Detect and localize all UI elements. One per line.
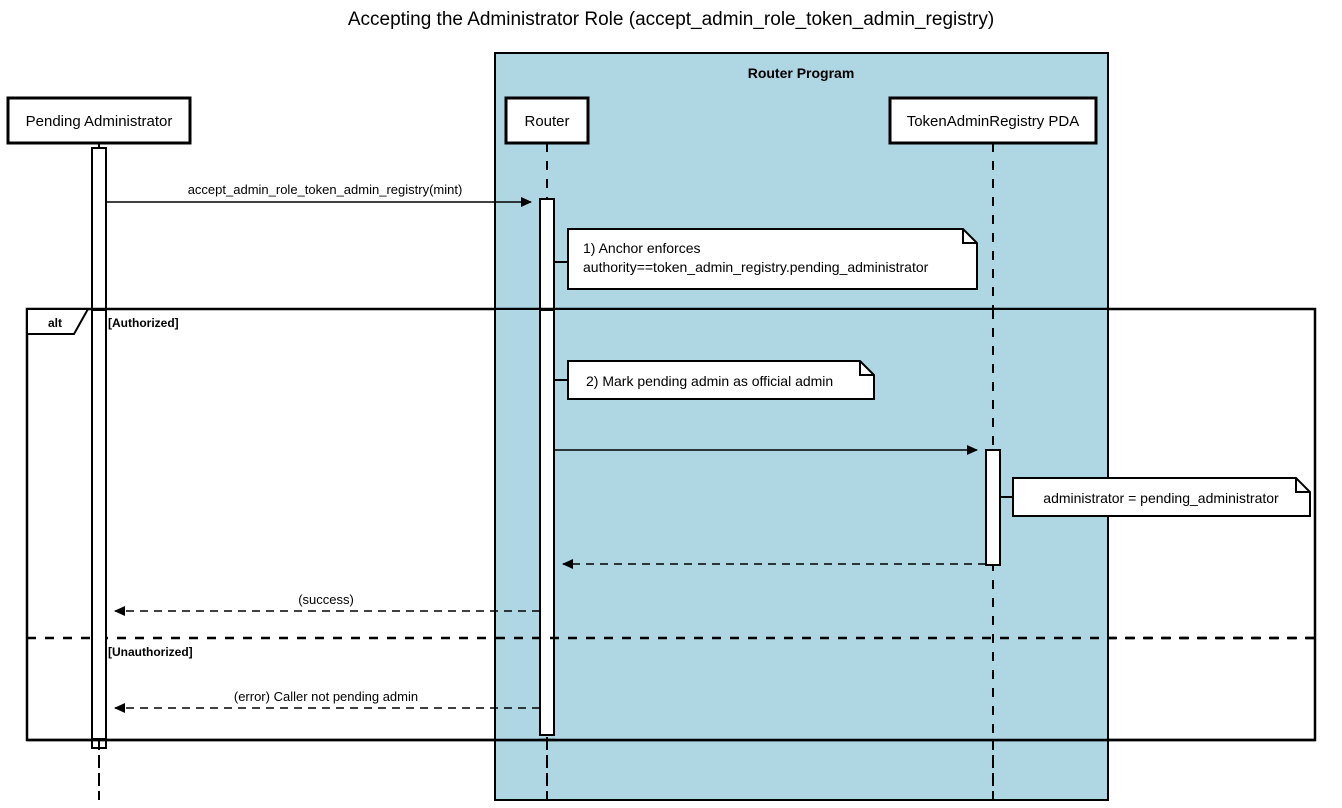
diagram-title: Accepting the Administrator Role (accept… — [348, 9, 994, 30]
note-administrator-assign[interactable]: administrator = pending_administrator — [1000, 477, 1311, 517]
note-line-1: administrator = pending_administrator — [1043, 490, 1279, 506]
message-error-return[interactable]: (error) Caller not pending admin — [114, 689, 540, 713]
note-fold-icon — [1295, 478, 1310, 493]
message-success-return[interactable]: (success) — [114, 592, 540, 616]
note-mark-admin[interactable]: 2) Mark pending admin as official admin — [554, 360, 875, 400]
participant-label: Router — [524, 113, 569, 130]
fragment-guard-authorized: [Authorized] — [108, 316, 179, 330]
note-anchor-enforces[interactable]: 1) Anchor enforces authority==token_admi… — [554, 228, 978, 290]
participant-label: Pending Administrator — [26, 113, 173, 130]
note-body — [567, 228, 978, 290]
note-fold-icon — [962, 229, 977, 244]
note-body — [1012, 477, 1311, 517]
participant-label: TokenAdminRegistry PDA — [907, 113, 1080, 130]
note-line-1: 1) Anchor enforces — [583, 240, 701, 256]
participant-router[interactable]: Router — [504, 96, 590, 145]
participant-pending-administrator[interactable]: Pending Administrator — [6, 96, 192, 145]
participant-box — [504, 96, 590, 145]
group-box-label: Router Program — [748, 65, 855, 81]
fragment-operator-label: alt — [48, 316, 62, 330]
message-label: accept_admin_role_token_admin_registry(m… — [188, 182, 463, 197]
note-fold-icon — [859, 361, 874, 376]
participant-token-admin-registry-pda[interactable]: TokenAdminRegistry PDA — [888, 96, 1098, 145]
activation-router-in-fragment — [539, 309, 555, 736]
message-accept-call[interactable]: accept_admin_role_token_admin_registry(m… — [106, 182, 532, 207]
activation-pending-administrator-in-fragment — [91, 309, 107, 740]
message-label: (success) — [298, 592, 354, 607]
group-fill-left — [496, 310, 539, 739]
note-line-1: 2) Mark pending admin as official admin — [586, 373, 833, 389]
fragment-guard-unauthorized: [Unauthorized] — [108, 645, 193, 659]
participant-box — [888, 96, 1098, 145]
note-line-2: authority==token_admin_registry.pending_… — [583, 259, 929, 275]
activation-pda-in-fragment — [985, 449, 1001, 566]
message-label: (error) Caller not pending admin — [234, 689, 418, 704]
participant-box — [6, 96, 192, 145]
fragment-operator-tag — [26, 308, 90, 335]
note-body — [567, 360, 875, 400]
